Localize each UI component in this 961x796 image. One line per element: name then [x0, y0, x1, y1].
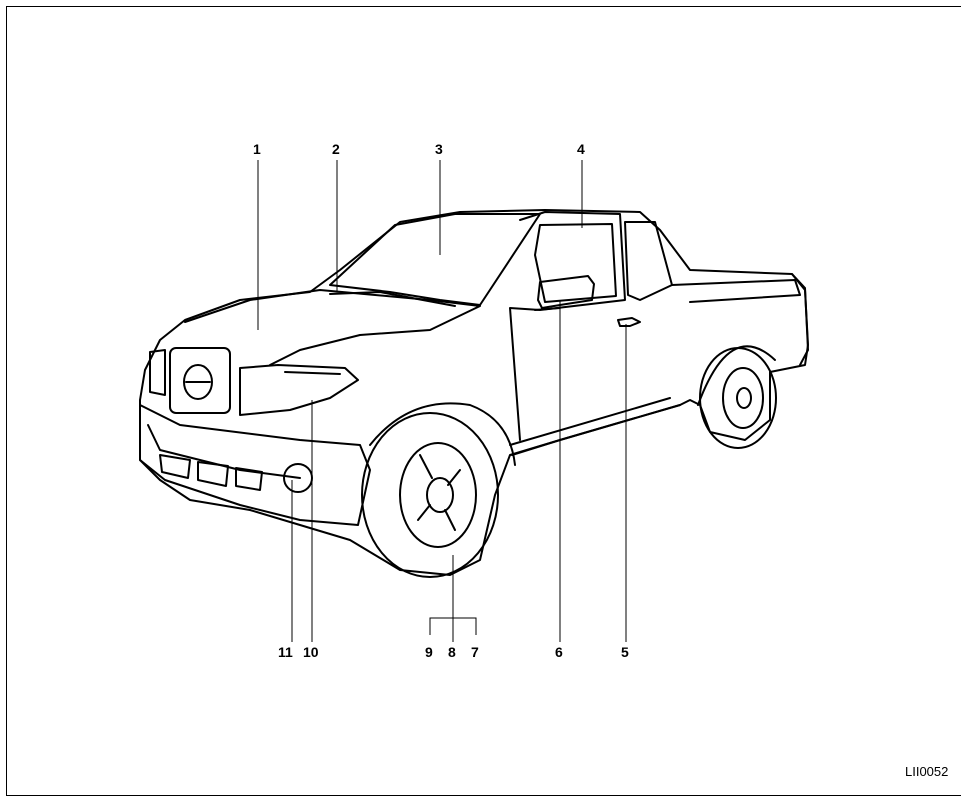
front-tire: [361, 412, 499, 578]
grille: [169, 347, 231, 414]
tail: [791, 273, 809, 366]
rocker-panel: [511, 404, 681, 456]
rear-wheel-arch: [697, 345, 776, 406]
headlight: [239, 364, 359, 416]
front-wheel-rim: [399, 442, 477, 548]
callout-11: 11: [278, 644, 293, 660]
callout-2: 2: [332, 141, 340, 157]
rear-tire: [699, 347, 777, 449]
bed-rail: [671, 279, 801, 303]
bumper-vent: [235, 467, 263, 491]
bumper-vent: [197, 461, 229, 487]
rear-door-window: [624, 221, 673, 301]
front-hub: [426, 477, 454, 513]
side-mirror: [537, 275, 595, 309]
windshield: [329, 213, 541, 306]
callout-5: 5: [621, 644, 629, 660]
front-door-window: [534, 223, 617, 303]
front-door-frame: [509, 211, 626, 441]
callout-1: 1: [253, 141, 261, 157]
callout-9: 9: [425, 644, 433, 660]
grille-emblem: [183, 364, 213, 400]
truck-body-outline: [139, 209, 809, 576]
callout-8: 8: [448, 644, 456, 660]
front-wheel-arch: [369, 402, 516, 466]
rear-hub: [736, 387, 752, 409]
callout-7: 7: [471, 644, 479, 660]
door-handle: [617, 317, 641, 327]
callout-3: 3: [435, 141, 443, 157]
left-headlight: [149, 349, 166, 396]
front-bumper: [139, 404, 371, 526]
rear-wheel-rim: [722, 367, 764, 429]
hood: [184, 289, 481, 366]
callout-6: 6: [555, 644, 563, 660]
wiper: [329, 291, 456, 307]
callout-4: 4: [577, 141, 585, 157]
callout-10: 10: [303, 644, 319, 660]
bumper-vent: [159, 454, 191, 479]
figure-code: LII0052: [905, 764, 949, 779]
